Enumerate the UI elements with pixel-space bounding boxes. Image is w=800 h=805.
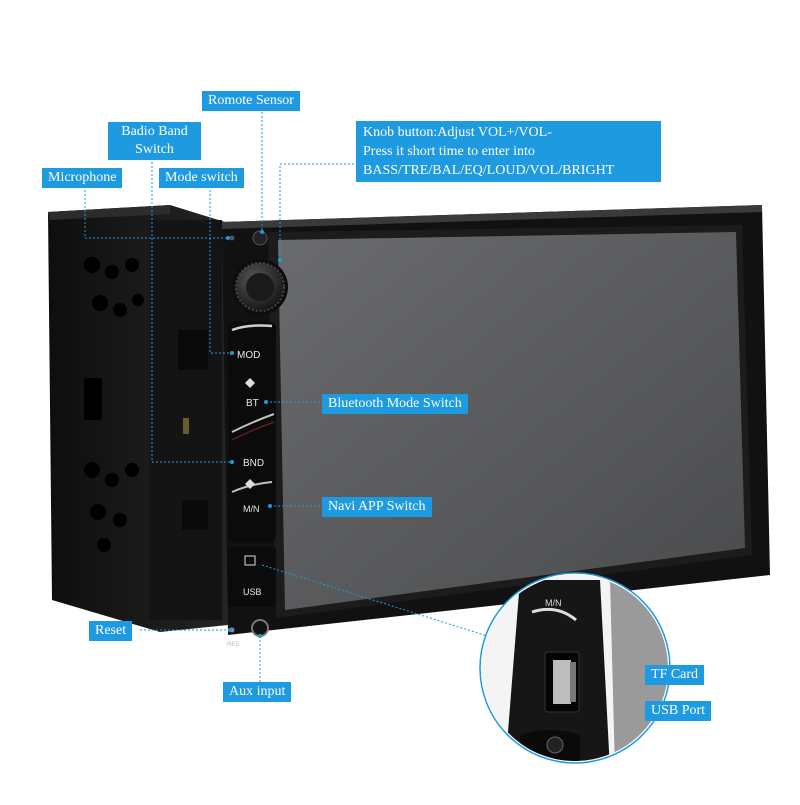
diamond-icon — [245, 378, 255, 388]
navi-label: Navi APP Switch — [328, 499, 426, 514]
remote-sensor-label: Romote Sensor — [208, 93, 294, 108]
mode-switch-callout: Mode switch — [159, 168, 244, 188]
usb-port-callout: USB Port — [645, 701, 712, 721]
button-strip — [228, 322, 276, 607]
bluetooth-label: Bluetooth Mode Switch — [328, 396, 462, 411]
panel-label-bnd[interactable]: BND — [243, 458, 264, 469]
bluetooth-callout: Bluetooth Mode Switch — [322, 394, 468, 414]
aux-label: Aux input — [229, 684, 286, 699]
display-screen — [278, 232, 745, 610]
microphone-hole-icon — [229, 235, 235, 241]
radio-band-label-line1: Badio Band — [121, 124, 188, 139]
mode-switch-label: Mode switch — [165, 170, 238, 185]
microphone-callout: Microphone — [42, 168, 123, 188]
panel-label-bt[interactable]: BT — [246, 398, 259, 409]
knob-callout: Knob button:Adjust VOL+/VOL- Press it sh… — [356, 121, 661, 182]
radio-band-callout: Badio Band Switch — [108, 122, 201, 160]
tf-card-label: TF Card — [651, 667, 699, 682]
remote-sensor-icon — [252, 230, 268, 246]
aux-jack-icon[interactable] — [251, 619, 269, 637]
microphone-label: Microphone — [48, 170, 117, 185]
knob-label-line2: Press it short time to enter into — [363, 144, 535, 159]
front-panel — [222, 205, 770, 635]
radio-band-label-line2: Switch — [135, 142, 174, 157]
aux-callout: Aux input — [223, 682, 292, 702]
panel-label-mod[interactable]: MOD — [237, 350, 260, 361]
panel-label-res: RES — [227, 642, 239, 648]
navi-callout: Navi APP Switch — [322, 497, 432, 517]
inset-label-mn: M/N — [545, 598, 562, 608]
knob-label-line1: Knob button:Adjust VOL+/VOL- — [363, 125, 552, 140]
knob-label-line3: BASS/TRE/BAL/EQ/LOUD/VOL/BRIGHT — [363, 163, 615, 178]
volume-knob-icon[interactable] — [232, 259, 288, 315]
panel-label-usb[interactable]: USB — [243, 587, 262, 597]
reset-callout: Reset — [89, 621, 133, 641]
chassis-side — [48, 205, 228, 632]
reset-label: Reset — [95, 623, 127, 638]
usb-port-label: USB Port — [651, 703, 706, 718]
remote-sensor-callout: Romote Sensor — [202, 91, 300, 111]
diamond-icon — [245, 479, 255, 489]
panel-label-mn[interactable]: M/N — [243, 504, 260, 514]
tf-card-callout: TF Card — [645, 665, 705, 685]
